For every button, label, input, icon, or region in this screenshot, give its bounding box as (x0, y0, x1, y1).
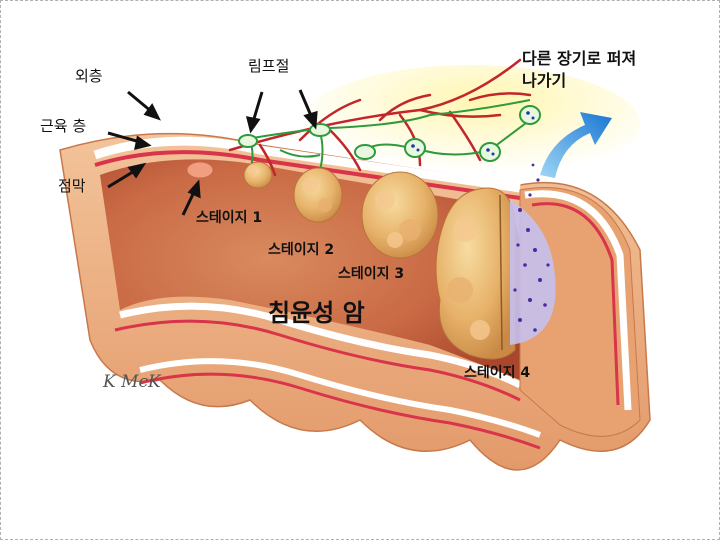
label-mucosa: 점막 (58, 177, 86, 195)
right-wall-band (524, 190, 632, 411)
label-stage1: 스테이지 1 (196, 210, 263, 226)
stage1-polyp (186, 161, 214, 179)
mucosa-band-top (94, 150, 521, 200)
stage4-tumor (435, 187, 516, 360)
label-stage2: 스테이지 2 (268, 242, 335, 258)
label-muscle-layer: 근육 층 (40, 117, 87, 135)
spread-arrow (540, 112, 612, 178)
fold-band-4 (139, 372, 541, 450)
fold-band-2 (114, 319, 521, 402)
blood-vessels (228, 58, 532, 177)
stage3b-tumor (361, 171, 439, 259)
cancer-cells-in-nodes (411, 111, 535, 156)
label-stage3: 스테이지 3 (338, 266, 405, 282)
label-invasive-cancer: 침윤성 암 (268, 299, 365, 327)
stage4-invasion (510, 158, 556, 345)
label-spread-line1: 다른 장기로 퍼져 (522, 49, 637, 68)
fold-band-1 (119, 302, 522, 389)
fold-band-3 (139, 358, 542, 438)
stage3-tumor (293, 167, 343, 223)
label-stage4: 스테이지 4 (464, 365, 531, 381)
lymph-nodes (238, 105, 541, 162)
right-wall-band-red (531, 202, 620, 406)
stage2-tumor (243, 161, 273, 189)
label-spread-line2: 나가기 (522, 71, 567, 90)
pointer-arrows (107, 89, 318, 216)
artist-signature: K McK (102, 372, 162, 392)
label-serosa: 외층 (75, 67, 103, 85)
label-lymph-node: 림프절 (248, 57, 290, 75)
colon-right-wall (519, 187, 641, 437)
